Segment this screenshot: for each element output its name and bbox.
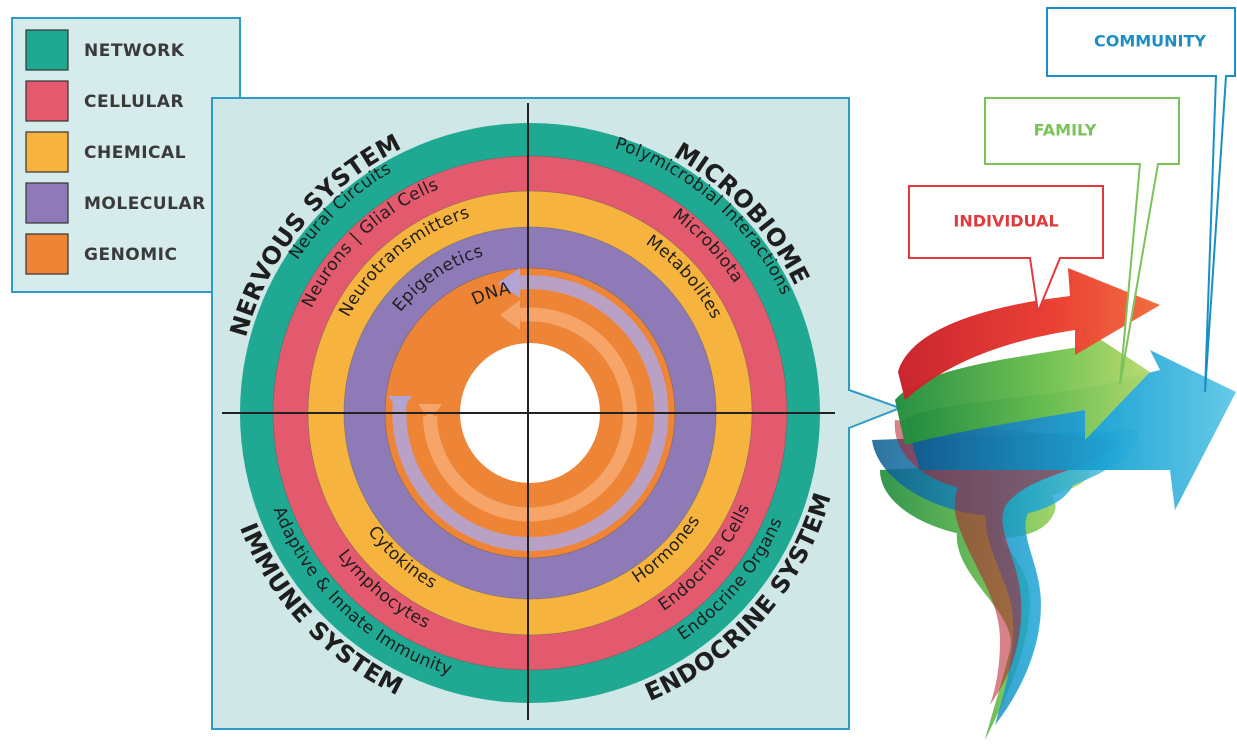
legend-label: CHEMICAL: [84, 143, 186, 163]
genomic-arrow-head: [500, 300, 520, 330]
levels-spiral: INDIVIDUAL FAMILY COMMUNITY: [872, 7, 1236, 740]
molecular-arrow-head: [498, 268, 520, 298]
legend-item-cellular: CELLULAR: [25, 80, 184, 122]
legend-swatch: [25, 131, 69, 173]
legend-swatch: [25, 182, 69, 224]
individual-label: INDIVIDUAL: [953, 212, 1058, 231]
genomic-cycle-arrow: [423, 307, 637, 522]
individual-arrow: [898, 268, 1160, 400]
legend-label: MOLECULAR: [84, 194, 206, 214]
legend-swatch: [25, 233, 69, 275]
molecular-arrow-head-2: [388, 396, 412, 412]
legend-item-network: NETWORK: [25, 29, 185, 71]
main-panel: NERVOUS SYSTEM MICROBIOME IMMUNE SYSTEM …: [211, 97, 903, 730]
legend-item-chemical: CHEMICAL: [25, 131, 186, 173]
panel-callout-pointer: [848, 389, 903, 429]
legend-item-molecular: MOLECULAR: [25, 182, 206, 224]
community-callout: COMMUNITY: [1046, 7, 1236, 393]
community-arrow: [905, 350, 1236, 510]
legend-label: GENOMIC: [84, 245, 177, 265]
legend-label: CELLULAR: [84, 92, 184, 112]
spiral-ribbon-red: [894, 420, 1120, 705]
family-label: FAMILY: [1034, 121, 1097, 140]
molecular-cycle-arrow: [392, 275, 669, 552]
legend-swatch: [25, 80, 69, 122]
legend-item-genomic: GENOMIC: [25, 233, 177, 275]
legend-items: NETWORK CELLULAR CHEMICAL MOLECULAR GENOMIC: [25, 29, 206, 275]
community-label: COMMUNITY: [1094, 32, 1206, 51]
individual-callout: INDIVIDUAL: [908, 185, 1104, 316]
legend: NETWORK CELLULAR CHEMICAL MOLECULAR GENOMIC: [11, 17, 305, 293]
family-arrow: [895, 326, 1150, 445]
legend-swatch: [25, 29, 69, 71]
family-callout: FAMILY: [984, 97, 1180, 385]
legend-label: NETWORK: [84, 41, 185, 61]
